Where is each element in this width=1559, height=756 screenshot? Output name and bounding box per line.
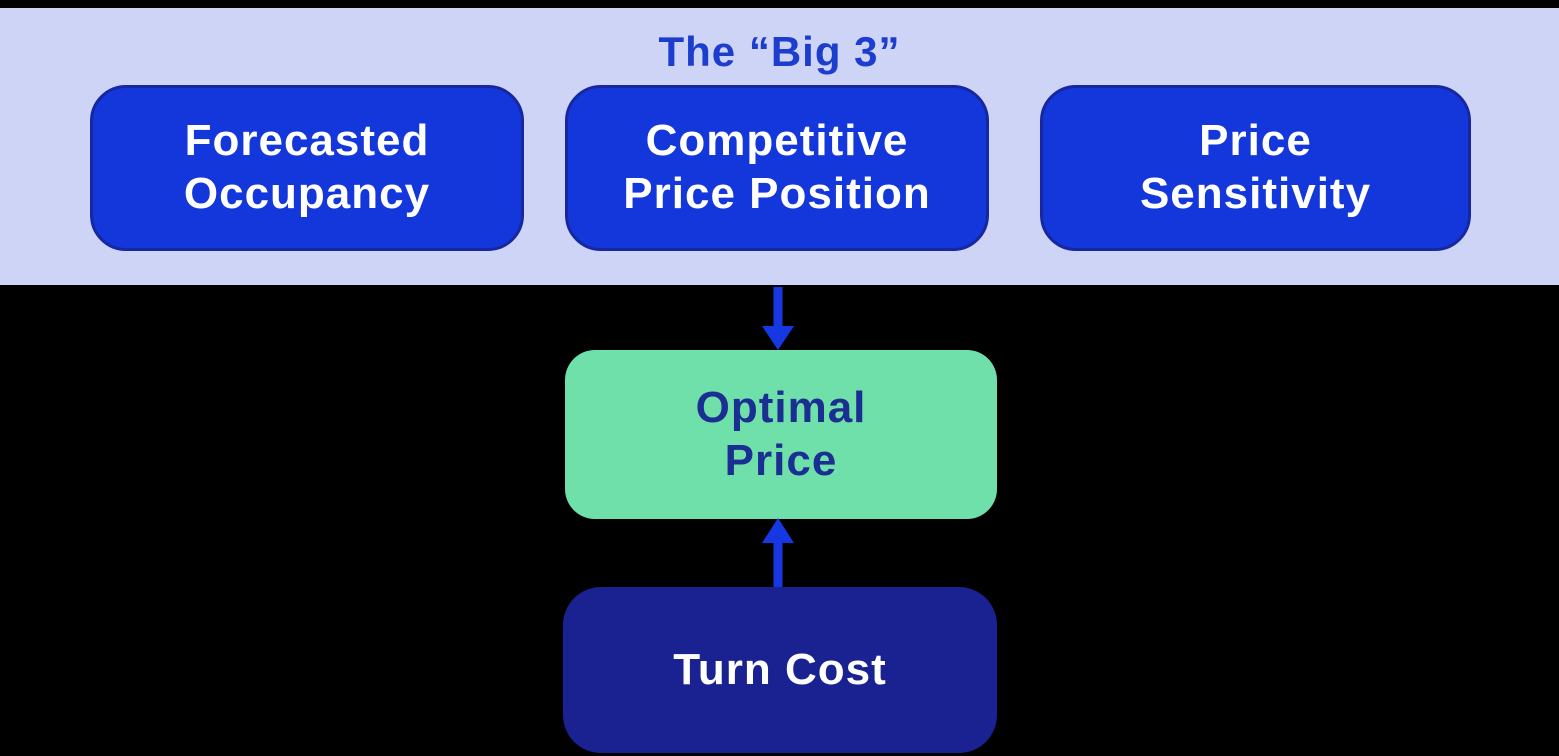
diagram-title: The “Big 3” [658,28,901,75]
box-turn-cost-label: Turn Cost [673,645,887,694]
box-turn-cost: Turn Cost [563,587,997,753]
box-competitive-price-position: Competitive Price Position [565,85,989,251]
box-competitive-price-position-label: Competitive Price Position [623,116,931,218]
arrow-down-icon [755,287,801,350]
box-price-sensitivity-label: Price Sensitivity [1139,116,1372,218]
box-price-sensitivity: Price Sensitivity [1040,85,1471,251]
box-optimal-price: Optimal Price [565,350,997,519]
arrow-up-icon [755,518,801,587]
box-optimal-price-label: Optimal Price [695,382,867,485]
box-forecasted-occupancy: Forecasted Occupancy [90,85,524,251]
box-forecasted-occupancy-label: Forecasted Occupancy [183,116,431,218]
